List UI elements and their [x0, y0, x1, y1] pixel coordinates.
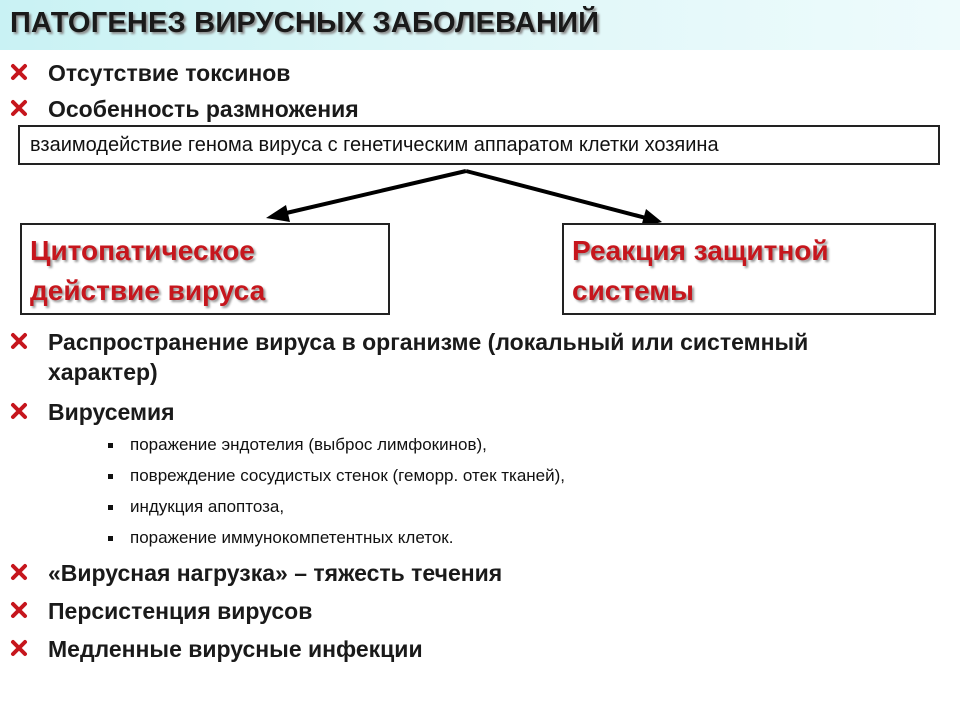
- bullet-text-line-1: Распространение вируса в организме (лока…: [48, 329, 809, 355]
- cross-mark-icon: [10, 332, 28, 350]
- viremia-item-text: поражение иммунокомпетентных клеток.: [130, 528, 454, 547]
- cross-mark-icon: [10, 601, 28, 619]
- cross-mark-icon: [10, 639, 28, 657]
- cross-mark-icon: [10, 63, 28, 81]
- square-bullet-icon: [108, 536, 113, 541]
- viremia-item-text: поражение эндотелия (выброс лимфокинов),: [130, 435, 487, 454]
- defense-line-1: Реакция защитной: [572, 235, 829, 266]
- cross-mark-icon: [10, 99, 28, 117]
- cytopathic-line-1: Цитопатическое: [30, 235, 255, 266]
- bullet-text: Отсутствие токсинов: [48, 60, 291, 86]
- cross-mark-icon: [10, 563, 28, 581]
- title-bar: ПАТОГЕНЕЗ ВИРУСНЫХ ЗАБОЛЕВАНИЙ: [0, 0, 960, 50]
- bullet-text: Особенность размножения: [48, 96, 359, 122]
- genome-box-text: взаимодействие генома вируса с генетичес…: [30, 134, 719, 156]
- cytopathic-line-2: действие вируса: [30, 275, 266, 306]
- arrow-left: [281, 169, 467, 216]
- genome-interaction-box: взаимодействие генома вируса с генетичес…: [18, 125, 940, 165]
- cross-mark-icon: [10, 402, 28, 420]
- bullet-text: Персистенция вирусов: [48, 598, 313, 624]
- bullet-text: Вирусемия: [48, 399, 175, 425]
- viremia-item-text: индукция апоптоза,: [130, 497, 285, 516]
- bullet-text: «Вирусная нагрузка» – тяжесть течения: [48, 560, 503, 586]
- page-title: ПАТОГЕНЕЗ ВИРУСНЫХ ЗАБОЛЕВАНИЙ: [10, 7, 600, 39]
- cytopathic-box: Цитопатическое действие вируса: [20, 223, 390, 315]
- defense-line-2: системы: [572, 275, 694, 306]
- defense-text: Реакция защитной системы: [572, 231, 829, 311]
- viremia-item-text: повреждение сосудистых стенок (геморр. о…: [130, 466, 566, 485]
- square-bullet-icon: [108, 474, 113, 479]
- bullet-text: Медленные вирусные инфекции: [48, 636, 423, 662]
- defense-reaction-box: Реакция защитной системы: [562, 223, 936, 315]
- square-bullet-icon: [108, 505, 113, 510]
- square-bullet-icon: [108, 443, 113, 448]
- bullet-text-line-2: характер): [48, 359, 158, 385]
- cytopathic-text: Цитопатическое действие вируса: [30, 231, 265, 311]
- arrow-right: [465, 169, 647, 220]
- arrowhead-left: [266, 205, 290, 222]
